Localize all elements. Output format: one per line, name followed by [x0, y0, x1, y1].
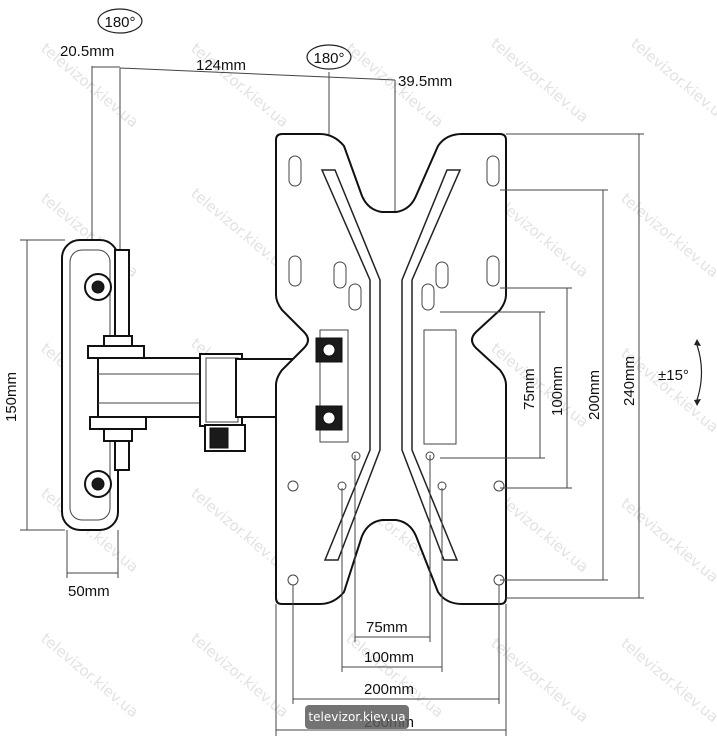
dim-plate-height: 240mm: [621, 356, 638, 406]
site-badge: televizor.kiev.ua: [305, 705, 409, 729]
top-dimension-lines: [91, 66, 396, 255]
dim-wall-height: 150mm: [3, 372, 20, 422]
rotation-badge-middle: 180°: [306, 44, 352, 70]
watermark: televizor.kiev.ua: [487, 634, 592, 726]
watermark: televizor.kiev.ua: [37, 629, 142, 721]
watermark: televizor.kiev.ua: [617, 189, 717, 281]
rotation-label-left: 180°: [104, 14, 135, 31]
dim-vesa-75: 75mm: [521, 368, 538, 410]
tilt-indicator: [694, 339, 703, 406]
bottom-dimension-lines: [275, 455, 507, 736]
wall-depth-dimension: [66, 530, 119, 578]
dim-h-100: 100mm: [364, 649, 414, 666]
dim-arm-length: 124mm: [196, 57, 246, 74]
watermark: televizor.kiev.ua: [187, 39, 292, 131]
wall-height-dimension: [20, 239, 65, 531]
watermark: televizor.kiev.ua: [627, 34, 717, 126]
mounting-slots: [288, 155, 500, 311]
dim-wall-depth: 50mm: [68, 583, 110, 600]
dim-vesa-200: 200mm: [586, 370, 603, 420]
watermark: televizor.kiev.ua: [617, 634, 717, 726]
tilt-label: ±15°: [658, 367, 689, 384]
watermark: televizor.kiev.ua: [487, 34, 592, 126]
site-badge-text: televizor.kiev.ua: [308, 710, 405, 724]
rotation-label-middle: 180°: [313, 50, 344, 67]
dim-h-75: 75mm: [366, 619, 408, 636]
dim-offset-left: 20.5mm: [60, 43, 114, 60]
rotation-badge-left: 180°: [97, 8, 143, 34]
dim-offset-right: 39.5mm: [398, 73, 452, 90]
vesa-plate: [275, 133, 507, 605]
dim-vesa-100: 100mm: [549, 366, 566, 416]
wall-plate: [61, 239, 119, 531]
right-dimension-lines: [440, 133, 644, 599]
dim-h-200: 200mm: [364, 681, 414, 698]
watermark: televizor.kiev.ua: [617, 494, 717, 586]
swivel-arm: [87, 249, 299, 471]
